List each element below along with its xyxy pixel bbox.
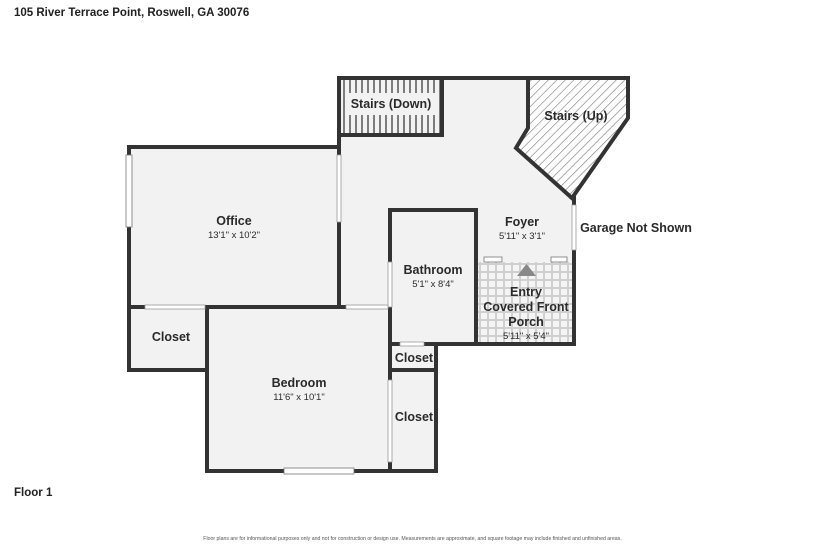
property-address: 105 River Terrace Point, Roswell, GA 300… <box>14 7 250 19</box>
garage-label: Garage Not Shown <box>580 221 692 235</box>
entry-arrow-icon <box>517 264 536 276</box>
porch-label-line3: Porch <box>508 315 543 329</box>
floor-label: Floor 1 <box>14 487 53 499</box>
closet-left-label: Closet <box>152 330 191 344</box>
stairs-down-label-bg <box>345 93 437 115</box>
stairs-down-label: Stairs (Down) <box>351 97 432 111</box>
porch-label-line2: Covered Front <box>483 300 569 314</box>
bathroom-label: Bathroom <box>403 263 462 277</box>
disclaimer: Floor plans are for informational purpos… <box>203 536 622 542</box>
foyer-label: Foyer <box>505 215 539 229</box>
foyer-dims: 5'11" x 3'1" <box>499 231 545 242</box>
windows <box>125 154 568 475</box>
porch-label-line1: Entry <box>510 285 542 299</box>
office-label: Office <box>216 214 251 228</box>
stairs-up-hatch <box>516 78 628 198</box>
closet-small-label: Closet <box>395 351 434 365</box>
bathroom-dims: 5'1" x 8'4" <box>412 279 454 290</box>
bedroom-dims: 11'6" x 10'1" <box>273 392 324 403</box>
bedroom-label: Bedroom <box>272 376 327 390</box>
office-dims: 13'1" x 10'2" <box>208 230 260 241</box>
openings <box>144 154 577 463</box>
closet-right-label: Closet <box>395 410 434 424</box>
porch-dims: 5'11" x 5'4" <box>503 331 549 342</box>
stairs-up-label: Stairs (Up) <box>544 109 607 123</box>
